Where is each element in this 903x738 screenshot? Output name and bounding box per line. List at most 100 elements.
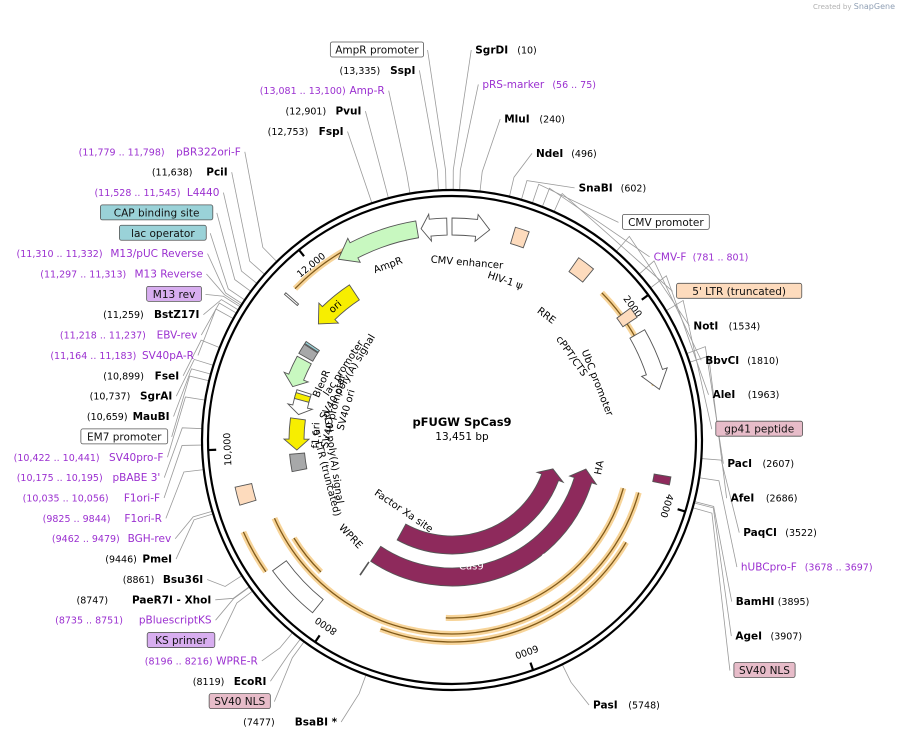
primer-f1ori-f[interactable]: F1ori-F(10,035 .. 10,056) [23, 493, 160, 505]
feature-factor-xa-site[interactable] [359, 561, 370, 576]
label-connector [171, 375, 210, 438]
primer-amp-r[interactable]: Amp-R(13,081 .. 13,100) [260, 85, 385, 97]
callout-box [80, 428, 169, 445]
feature-callout-cmv-promoter[interactable]: CMV promoter [622, 213, 710, 230]
site-fspi[interactable]: FspI(12,753) [268, 126, 344, 138]
feature-callout-lac-operator[interactable]: lac operator [119, 224, 207, 241]
label-coord: (8861) [123, 575, 155, 586]
primer-f1ori-r[interactable]: F1ori-R(9825 .. 9844) [43, 513, 162, 525]
orf-line [273, 492, 640, 635]
site-paer7i-xhoi[interactable]: PaeR7I - XhoI(8747) [76, 594, 211, 606]
label-name: L4440 [187, 187, 220, 199]
feature-callout-ks-primer[interactable]: KS primer [146, 632, 216, 648]
site-ecori[interactable]: EcoRI(8119) [193, 676, 267, 688]
site-maubi[interactable]: MauBI(10,659) [87, 411, 170, 423]
snapgene-credit: Created by SnapGene [813, 2, 895, 11]
site-fsei[interactable]: FseI(10,899) [103, 370, 179, 382]
feature-cppt-cts[interactable] [616, 307, 638, 328]
label-name: pBR322ori-F [176, 146, 241, 158]
callout-box [146, 632, 216, 648]
site-agei[interactable]: AgeI(3907) [735, 631, 802, 643]
label-coord: (8196 .. 8216) [145, 656, 213, 667]
label-connector [175, 358, 214, 397]
primer-m13-puc-reverse[interactable]: M13/pUC Reverse(11,310 .. 11,332) [17, 248, 204, 260]
callout-text: SV40 NLS [739, 665, 790, 677]
site-pvui[interactable]: PvuI(12,901) [286, 106, 362, 118]
primer-hubcpro-f[interactable]: hUBCpro-F(3678 .. 3697) [741, 562, 873, 574]
primer-sv40pro-f[interactable]: SV40pro-F(10,422 .. 10,441) [14, 452, 164, 464]
feature-label-cmv-enhancer: CMV enhancer [430, 255, 504, 272]
feature-ebv-pad[interactable] [283, 292, 300, 307]
feature-lac-promoter[interactable] [304, 340, 321, 353]
feature-ampr-promoter[interactable] [420, 212, 448, 243]
feature-cas9[interactable] [396, 468, 565, 555]
site-bsu36i[interactable]: Bsu36I(8861) [123, 574, 203, 586]
primer-pbabe-3[interactable]: pBABE 3'(10,175 .. 10,195) [17, 472, 161, 484]
site-paqci[interactable]: PaqCI(3522) [743, 527, 817, 539]
site-paci[interactable]: PacI(2607) [727, 458, 794, 470]
site-pcii[interactable]: PciI(11,638) [152, 167, 228, 179]
feature-bgh-poly-a-signal[interactable] [289, 452, 308, 473]
callout-box [715, 420, 804, 437]
feature-rre[interactable] [568, 257, 595, 283]
site-afei[interactable]: AfeI(2686) [731, 493, 798, 505]
site-sgrdi[interactable]: SgrDI(10) [475, 45, 537, 57]
feature-callout-5-ltr-truncated[interactable]: 5' LTR (truncated) [676, 282, 803, 299]
feature-wpre[interactable] [271, 560, 324, 614]
primer-sv40pa-r[interactable]: SV40pA-R(11,164 .. 11,183) [50, 350, 194, 362]
orf-line [380, 542, 627, 643]
site-pmei[interactable]: PmeI(9446) [105, 554, 172, 566]
feature-callout-cap-binding-site[interactable]: CAP binding site [100, 204, 214, 221]
label-connector [479, 118, 501, 192]
feature-callout-gp41-peptide[interactable]: gp41 peptide [715, 420, 804, 437]
label-connector [388, 90, 411, 194]
feature-ha[interactable] [652, 473, 672, 486]
label-coord: (11,638) [152, 168, 193, 179]
site-mlui[interactable]: MluI(240) [504, 113, 565, 125]
site-alei[interactable]: AleI(1963) [713, 389, 780, 401]
site-bamhi[interactable]: BamHI(3895) [736, 596, 810, 608]
site-bsabi[interactable]: BsaBI *(7477) [243, 717, 337, 729]
site-snabi[interactable]: SnaBI(602) [579, 182, 647, 194]
feature-callout-sv40-nls[interactable]: SV40 NLS [208, 693, 271, 710]
feature-ampr[interactable] [337, 220, 420, 263]
primer-wpre-r[interactable]: WPRE-R(8196 .. 8216) [145, 655, 258, 667]
feature-ubc-promoter[interactable] [629, 329, 668, 391]
orf-line [293, 537, 322, 573]
feature-callout-sv40-nls[interactable]: SV40 NLS [733, 662, 796, 678]
site-noti[interactable]: NotI(1534) [693, 320, 760, 332]
primer-pbluescriptks[interactable]: pBluescriptKS(8735 .. 8751) [55, 615, 212, 627]
feature-5-ltr-truncated[interactable] [234, 483, 257, 506]
feature-f1-ori[interactable] [282, 417, 311, 451]
primer-pbr322ori-f[interactable]: pBR322ori-F(11,779 .. 11,798) [79, 146, 241, 158]
label-coord: (12,901) [286, 107, 327, 118]
feature-cas9[interactable] [370, 468, 598, 587]
primer-bgh-rev[interactable]: BGH-rev(9462 .. 9479) [52, 533, 171, 545]
feature-callout-em7-promoter[interactable]: EM7 promoter [80, 428, 169, 445]
feature-callout-m13-rev[interactable]: M13 rev [146, 285, 202, 302]
label-coord: (3522) [785, 528, 817, 539]
primer-ebv-rev[interactable]: EBV-rev(11,218 .. 11,237) [60, 330, 197, 342]
site-sgrai[interactable]: SgrAI(10,737) [90, 391, 173, 403]
label-coord: (1810) [747, 356, 779, 367]
site-sspi[interactable]: SspI(13,335) [340, 65, 416, 77]
label-name: EcoRI [234, 676, 267, 688]
site-bstz17i[interactable]: BstZ17I(11,259) [103, 309, 199, 321]
callout-box [622, 213, 710, 230]
primer-cmv-f[interactable]: CMV-F(781 .. 801) [654, 251, 749, 263]
label-name: PasI [593, 700, 618, 712]
feature-ori[interactable] [317, 284, 360, 325]
feature-hiv-1[interactable] [509, 226, 530, 249]
primer-m13-reverse[interactable]: M13 Reverse(11,297 .. 11,313) [40, 269, 202, 281]
feature-cmv-enhancer[interactable] [451, 213, 491, 243]
label-connector [418, 70, 439, 191]
feature-callout-ampr-promoter[interactable]: AmpR promoter [329, 41, 424, 58]
primer-prs-marker[interactable]: pRS-marker(56 .. 75) [482, 79, 596, 91]
primer-l4440[interactable]: L4440(11,528 .. 11,545) [94, 187, 219, 199]
site-ndei[interactable]: NdeI(496) [536, 148, 597, 160]
feature-sv40-ori[interactable] [293, 392, 311, 403]
site-pasi[interactable]: PasI(5748) [593, 700, 660, 712]
feature-sv40-poly-a-signal[interactable] [298, 343, 319, 362]
feature-bleor[interactable] [283, 355, 312, 388]
site-bbvci[interactable]: BbvCI(1810) [705, 355, 779, 367]
